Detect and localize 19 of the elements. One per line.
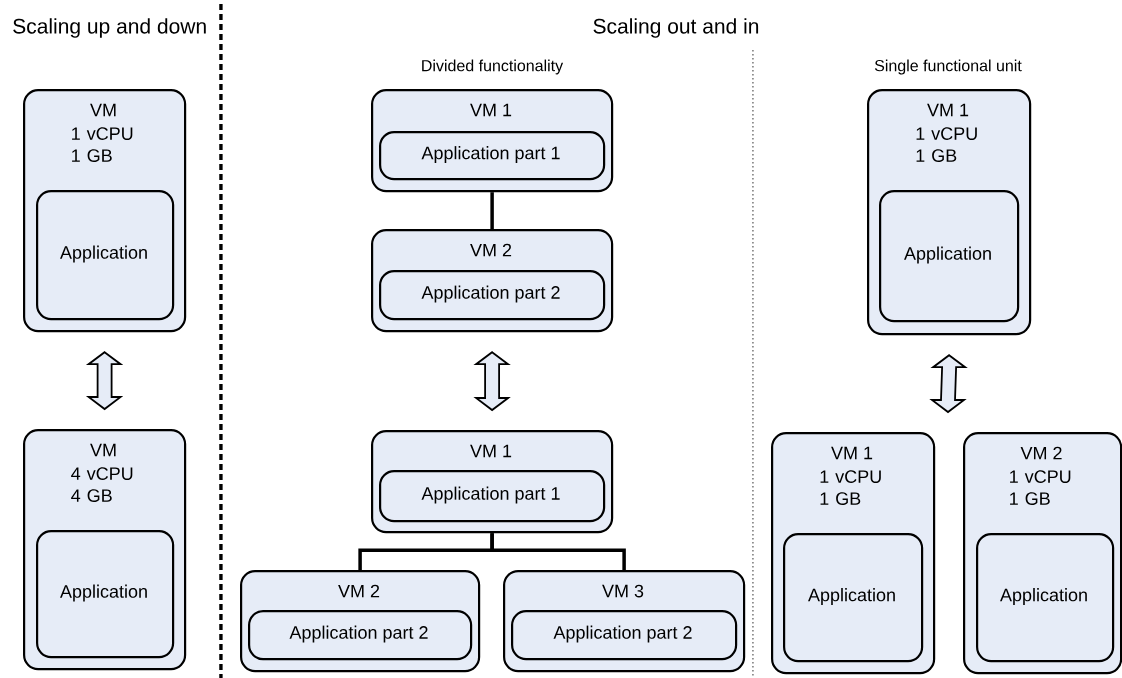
application-box: Application [36, 190, 175, 321]
double-arrow [473, 351, 511, 412]
group-heading: Divided functionality [422, 59, 564, 75]
application-box: Application part 1 [379, 470, 606, 523]
application-box: Application [879, 190, 1020, 323]
double-arrow [85, 351, 124, 411]
application-box: Application part 1 [379, 131, 606, 181]
application-box: Application part 2 [379, 270, 606, 321]
application-box: Application part 2 [511, 610, 738, 661]
application-box: Application [976, 533, 1115, 663]
connector-line [490, 533, 626, 570]
application-box: Application [36, 530, 175, 659]
double-arrow [929, 354, 968, 414]
application-box: Application part 2 [248, 610, 473, 661]
group-heading: Single functional unit [874, 59, 1022, 75]
section-title: Scaling out and in [593, 18, 759, 38]
connector-line [490, 192, 494, 229]
application-box: Application [783, 533, 924, 663]
section-title: Scaling up and down [13, 18, 206, 38]
